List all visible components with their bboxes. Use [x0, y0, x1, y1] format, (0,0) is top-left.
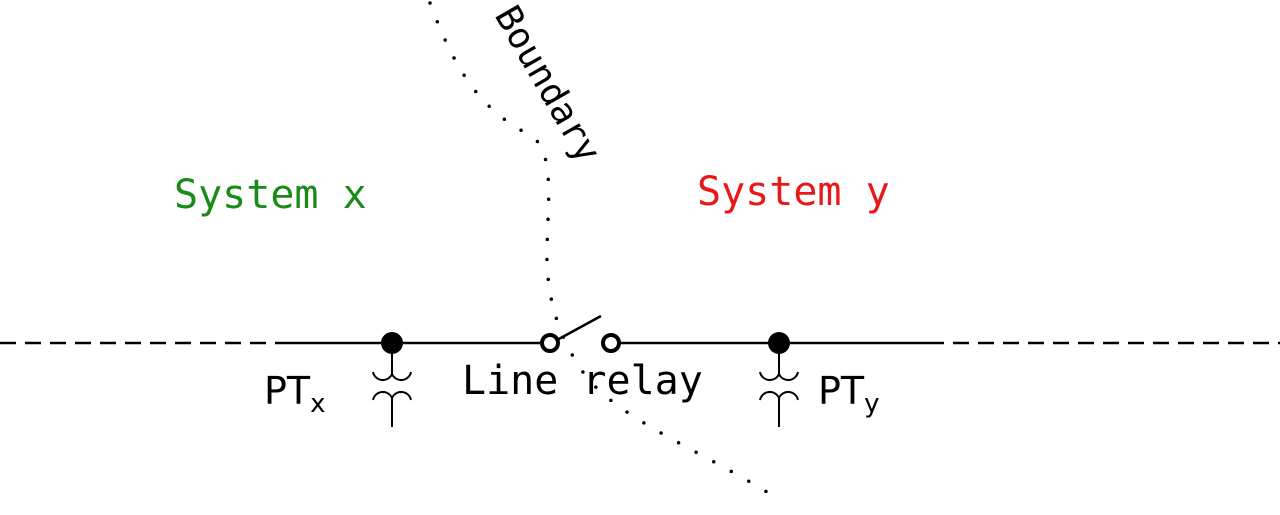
boundary-label: Boundary — [486, 0, 608, 170]
switch-contact-left — [540, 333, 560, 353]
pt-y-label: PTy — [818, 369, 880, 419]
pt-x-label-main: PT — [264, 369, 311, 413]
line-relay-switch — [540, 314, 621, 353]
pt-x-label-subscript: x — [310, 389, 325, 419]
pt-y-label-main: PT — [818, 369, 865, 413]
pt-x-label: PTx — [264, 369, 326, 419]
switch-contact-right — [601, 333, 621, 353]
boundary-curve — [428, 1, 777, 499]
pt-y — [759, 332, 799, 427]
pt-x — [372, 332, 412, 427]
pt-y-primary-winding-icon — [759, 371, 799, 382]
system-x-label: System x — [174, 172, 367, 218]
pt-x-primary-winding-icon — [372, 371, 412, 382]
switch-blade — [556, 314, 602, 342]
pt-y-label-subscript: y — [864, 389, 879, 419]
line-relay-label: Line relay — [462, 358, 703, 404]
system-y-label: System y — [697, 169, 890, 215]
